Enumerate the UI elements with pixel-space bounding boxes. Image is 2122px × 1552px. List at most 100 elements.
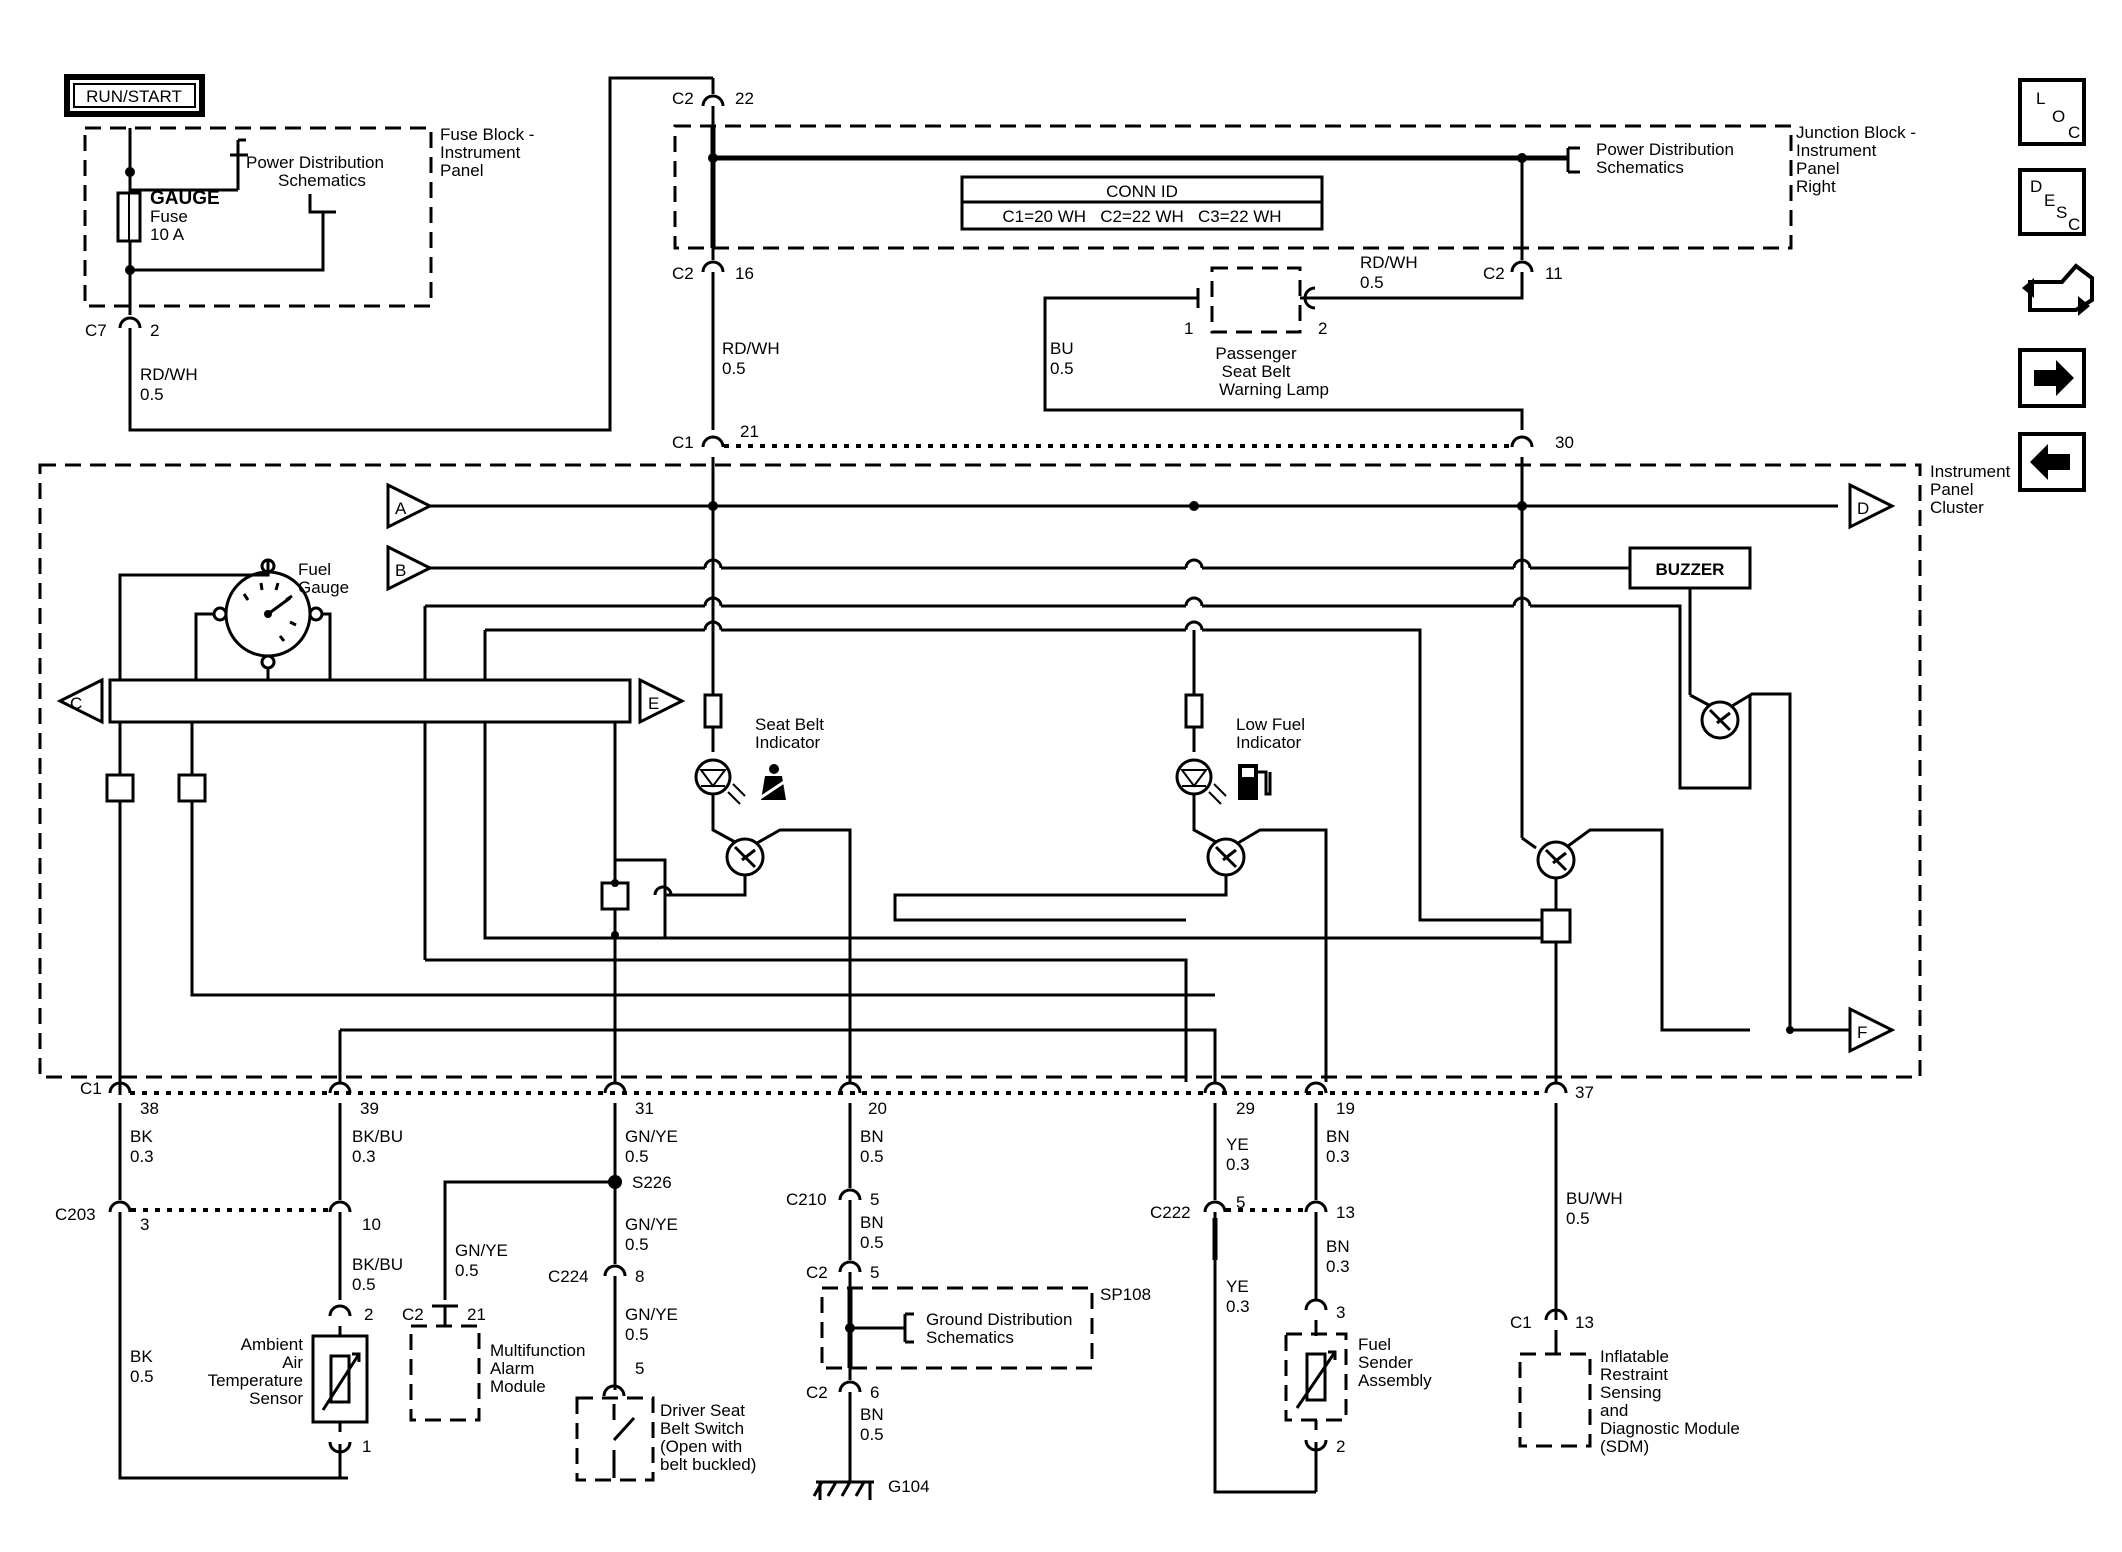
svg-text:Instrument: Instrument [1796,141,1877,160]
svg-text:Panel: Panel [440,161,483,180]
next-page-button[interactable] [2018,348,2086,408]
svg-text:YE: YE [1226,1135,1249,1154]
svg-text:Right: Right [1796,177,1836,196]
svg-text:Gauge: Gauge [298,578,349,597]
svg-text:GAUGE: GAUGE [150,188,220,209]
svg-text:GN/YE: GN/YE [455,1241,508,1260]
svg-text:C7: C7 [85,321,107,340]
svg-text:21: 21 [467,1305,486,1324]
seat-belt-transistor [725,837,765,877]
svg-text:39: 39 [360,1099,379,1118]
seat-belt-resistor [703,693,723,729]
svg-text:22: 22 [735,89,754,108]
svg-text:0.3: 0.3 [130,1147,154,1166]
svg-text:10: 10 [362,1215,381,1234]
svg-text:Module: Module [490,1377,546,1396]
connector-view-icon [2022,263,2094,316]
buzzer-transistor [1700,700,1740,740]
low-fuel-led [1175,758,1227,805]
seat-belt-led [694,758,746,805]
svg-text:13: 13 [1575,1313,1594,1332]
svg-text:Seat Belt: Seat Belt [1222,362,1291,381]
junction-block-label: Junction Block - Instrument Panel Right [1796,123,1916,196]
svg-text:Fuel: Fuel [298,560,331,579]
svg-text:Passenger: Passenger [1215,344,1297,363]
svg-text:(SDM): (SDM) [1600,1437,1649,1456]
svg-text:Power Distribution: Power Distribution [246,153,384,172]
svg-text:L: L [2036,89,2045,108]
svg-text:2: 2 [1318,319,1327,338]
svg-text:D: D [2030,177,2042,196]
seat-belt-indicator-label: Seat Belt Indicator [755,715,824,752]
connector-view-button[interactable] [2022,263,2094,316]
svg-text:(Open with: (Open with [660,1437,742,1456]
svg-text:C2: C2 [672,89,694,108]
svg-text:Fuse Block -: Fuse Block - [440,125,534,144]
fuel-gauge-label: Fuel Gauge [298,560,349,597]
svg-text:0.5: 0.5 [140,385,164,404]
svg-text:31: 31 [635,1099,654,1118]
c1-bottom-connectors [108,1081,1568,1094]
loc-button[interactable]: L O C [2018,78,2086,146]
svg-text:6: 6 [870,1383,879,1402]
svg-text:0.5: 0.5 [130,1367,154,1386]
fuse-block-label: Fuse Block - Instrument Panel [440,125,534,180]
svg-text:Seat Belt: Seat Belt [755,715,824,734]
svg-text:YE: YE [1226,1277,1249,1296]
ambient-sensor-label: Ambient Air Temperature Sensor [208,1335,304,1408]
svg-text:C1: C1 [80,1079,102,1098]
svg-text:BU: BU [1050,339,1074,358]
svg-text:30: 30 [1555,433,1574,452]
svg-text:CONN ID: CONN ID [1106,182,1178,201]
run-start-label: RUN/START [64,74,205,117]
svg-text:C2: C2 [806,1383,828,1402]
svg-text:Belt Switch: Belt Switch [660,1419,744,1438]
seat-belt-icon [759,764,791,800]
svg-text:Indicator: Indicator [755,733,821,752]
svg-text:37: 37 [1575,1083,1594,1102]
svg-text:0.5: 0.5 [1050,359,1074,378]
svg-text:0.5: 0.5 [860,1233,884,1252]
svg-text:GN/YE: GN/YE [625,1127,678,1146]
offpage-connector-d: D [1848,482,1896,530]
svg-text:11: 11 [1545,264,1563,283]
passenger-lamp-label: Passenger Seat Belt Warning Lamp [1215,344,1329,399]
svg-text:C203: C203 [55,1205,96,1224]
instrument-panel-cluster-boundary [38,463,1922,1079]
svg-text:Panel: Panel [1796,159,1839,178]
svg-text:Power Distribution: Power Distribution [1596,140,1734,159]
svg-text:0.5: 0.5 [455,1261,479,1280]
svg-text:BK: BK [130,1347,153,1366]
svg-text:RD/WH: RD/WH [140,365,198,384]
svg-text:0.5: 0.5 [860,1147,884,1166]
svg-text:0.3: 0.3 [1226,1297,1250,1316]
sdm-label: Inflatable Restraint Sensing and Diagnos… [1600,1347,1740,1456]
fuel-sender-assembly [1284,1332,1348,1422]
svg-text:1: 1 [362,1437,371,1456]
svg-text:Driver Seat: Driver Seat [660,1401,745,1420]
svg-text:G104: G104 [888,1477,930,1496]
offpage-connector-a: A [386,482,434,530]
svg-text:19: 19 [1336,1099,1355,1118]
svg-text:0.5: 0.5 [860,1425,884,1444]
offpage-connector-c: C [56,677,104,725]
svg-text:2: 2 [150,321,159,340]
svg-text:Sensor: Sensor [249,1389,303,1408]
svg-text:BN: BN [860,1405,884,1424]
svg-text:Sensing: Sensing [1600,1383,1661,1402]
svg-text:0.3: 0.3 [352,1147,376,1166]
svg-text:F: F [1857,1023,1867,1042]
svg-text:C222: C222 [1150,1203,1191,1222]
svg-text:Ground Distribution: Ground Distribution [926,1310,1072,1329]
previous-page-button[interactable] [2018,432,2086,492]
svg-text:Indicator: Indicator [1236,733,1302,752]
passenger-seat-belt-lamp [1210,266,1302,334]
desc-button[interactable]: D E S C [2018,168,2086,236]
buzzer [1628,546,1752,590]
svg-text:0.3: 0.3 [1326,1147,1350,1166]
svg-text:C: C [70,694,82,713]
svg-text:0.5: 0.5 [1360,273,1384,292]
svg-text:O: O [2052,107,2065,126]
svg-text:RUN/START: RUN/START [86,87,182,106]
junction-block-boundary [673,124,1793,250]
